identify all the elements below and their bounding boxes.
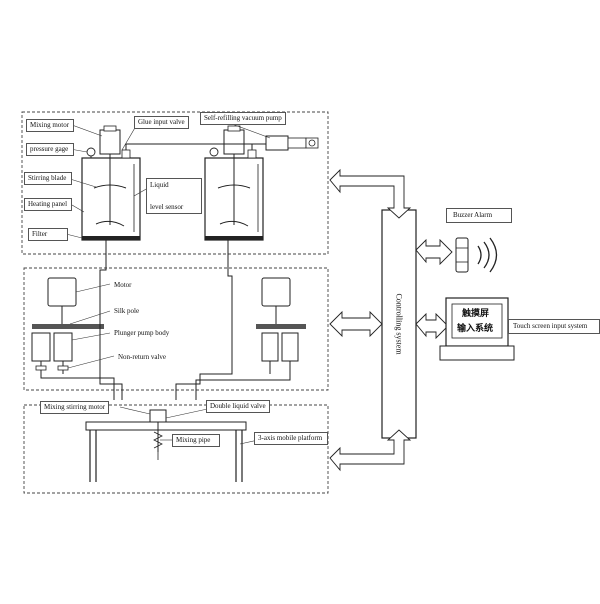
left-tank — [81, 125, 141, 260]
label-liquid-level-sensor: Liquid level sensor — [146, 178, 202, 214]
label-double-liquid-valve: Double liquid valve — [206, 400, 270, 413]
label-three-axis-platform: 3-axis mobile platform — [254, 432, 328, 445]
left-pump-assembly — [31, 277, 104, 374]
pump-out-left — [40, 374, 115, 400]
label-non-return-valve: Non-return valve — [118, 353, 167, 361]
label-controlling-system: Controlling system — [394, 293, 404, 355]
label-motor: Motor — [114, 281, 132, 289]
tank-section-frame — [21, 111, 329, 255]
arrow-top-controller — [329, 168, 412, 219]
label-stirring-blade: Stirring blade — [24, 172, 72, 185]
right-tank — [204, 125, 264, 260]
screen-text-line1: 触摸屏 — [462, 309, 490, 319]
feed-pipe-right — [175, 260, 233, 400]
label-plunger-pump-body: Plunger pump body — [114, 329, 170, 337]
screen-text-line2: 输入系统 — [457, 324, 494, 334]
arrow-touchscreen — [415, 312, 449, 340]
label-mixing-motor: Mixing motor — [26, 119, 74, 132]
label-self-refilling-vacuum-pump: Self-refilling vacuum pump — [200, 112, 286, 125]
feed-pipe-left — [99, 260, 123, 400]
label-liquid-level-sensor-line2: level sensor — [150, 203, 184, 211]
label-heating-panel: Heating panel — [24, 198, 72, 211]
label-mixing-stirring-motor: Mixing stirring motor — [40, 401, 110, 414]
mobile-platform — [85, 409, 247, 482]
middle-leader-lines — [67, 283, 115, 369]
label-mixing-pipe: Mixing pipe — [172, 434, 220, 447]
vacuum-pump — [265, 135, 319, 151]
label-pressure-gage: pressure gage — [26, 143, 74, 156]
arrow-buzzer — [415, 238, 453, 266]
label-liquid-level-sensor-line1: Liquid — [150, 181, 169, 189]
label-touch-screen-input-system: Touch screen input system — [508, 319, 600, 334]
label-buzzer-alarm: Buzzer Alarm — [446, 208, 512, 223]
buzzer-alarm-icon — [455, 237, 498, 273]
controlling-system-box — [381, 209, 417, 439]
pump-out-right — [195, 374, 291, 400]
label-silk-pole: Silk pole — [114, 307, 140, 315]
label-glue-input-valve: Glue input valve — [134, 116, 189, 129]
arrow-bottom-controller — [329, 429, 412, 472]
touch-screen-icon — [439, 297, 515, 361]
glue-feed-pipe — [125, 143, 266, 150]
arrow-middle-controller — [329, 310, 383, 338]
right-pump-assembly — [256, 277, 306, 374]
platform-section-frame — [23, 404, 329, 494]
label-filter: Filter — [28, 228, 68, 241]
